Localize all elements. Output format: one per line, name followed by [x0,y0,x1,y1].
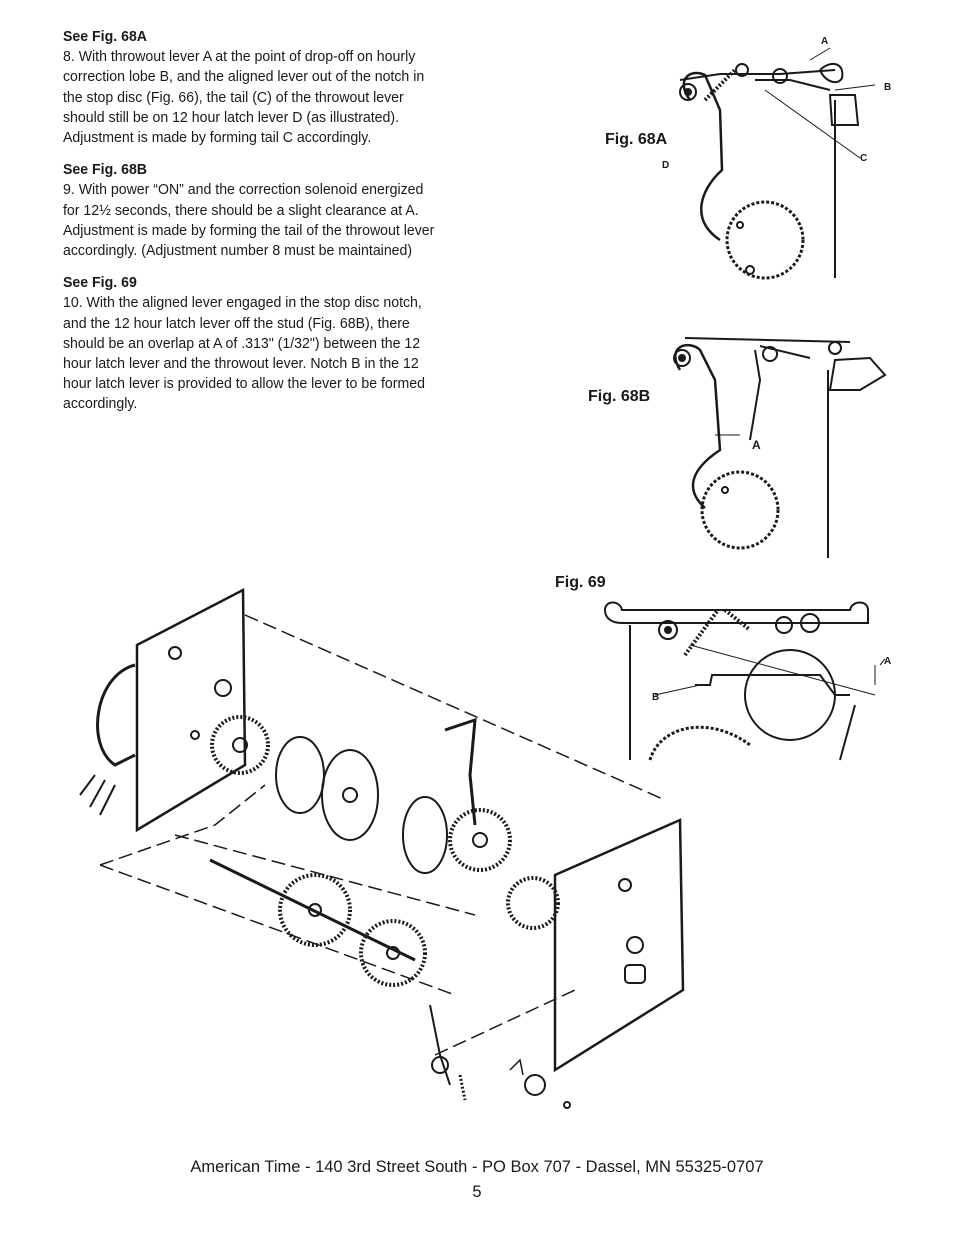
figure-68a-drawing [679,47,876,280]
section-fig-69: See Fig. 69 10. With the aligned lever e… [63,273,440,414]
section-body: 10. With the aligned lever engaged in th… [63,294,425,413]
figure-69-drawing [604,601,886,761]
exploded-assembly-drawing [79,587,685,1109]
callout-c: C [860,153,868,164]
callout-a: A [884,656,892,667]
figure-label-69: Fig. 69 [555,574,606,591]
figure-label-68a: Fig. 68A [605,131,668,148]
figure-label-68b: Fig. 68B [588,388,651,405]
page-number: 5 [472,1183,482,1201]
callout-b: B [884,82,892,93]
callout-b: B [652,692,660,703]
section-heading: See Fig. 68A [63,28,148,45]
section-body: 9. With power “ON” and the correction so… [63,181,435,260]
callout-a: A [752,438,761,452]
footer-address: American Time - 140 3rd Street South - P… [190,1158,764,1176]
section-fig-68b: See Fig. 68B 9. With power “ON” and the … [63,160,440,261]
callout-d: D [662,160,670,171]
callout-a: A [821,36,829,47]
instructions-column: See Fig. 68A 8. With throwout lever A at… [63,27,440,427]
section-body: 8. With throwout lever A at the point of… [63,48,425,147]
section-heading: See Fig. 69 [63,274,137,292]
section-heading: See Fig. 68B [63,161,148,179]
figure-68b-drawing [673,337,887,558]
section-fig-68a: See Fig. 68A 8. With throwout lever A at… [63,27,440,148]
